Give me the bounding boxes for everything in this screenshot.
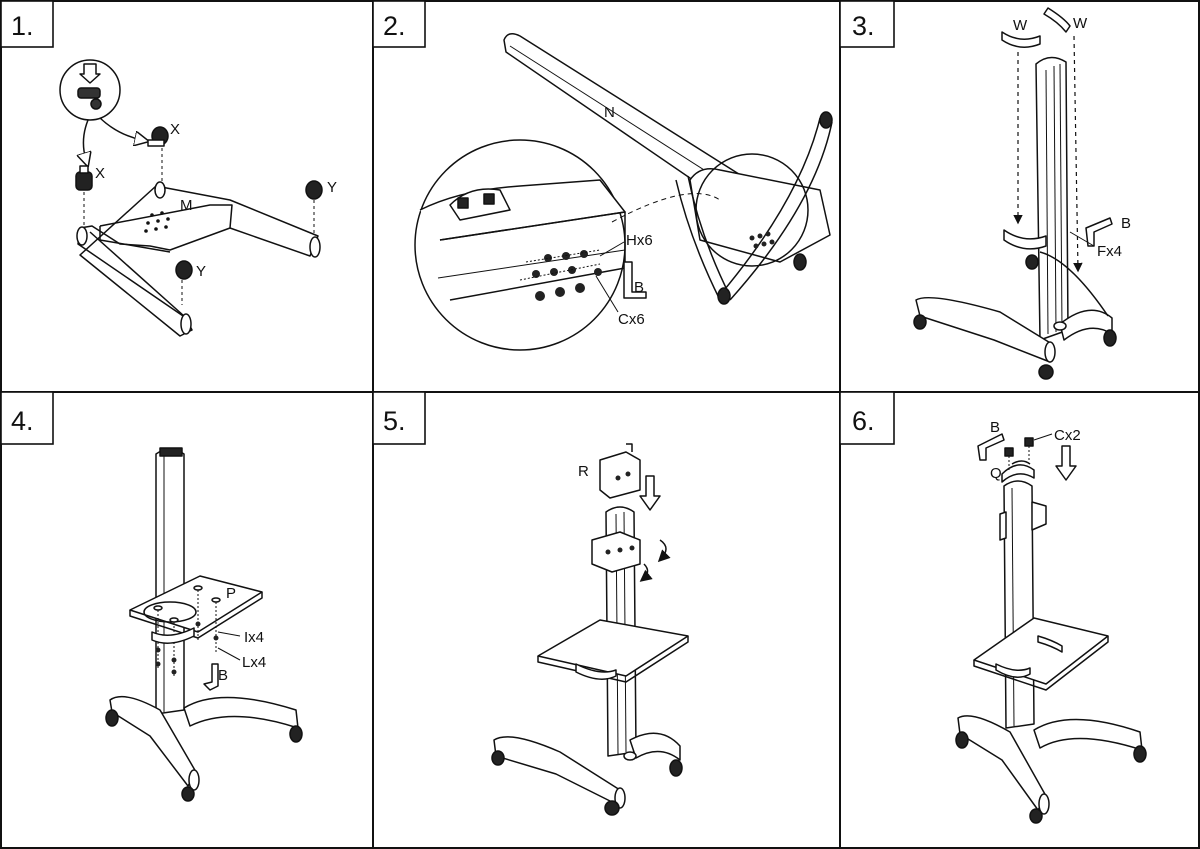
step-6-drawing [955, 433, 1147, 824]
label-n: N [604, 104, 615, 121]
label-cx2: Cx2 [1054, 427, 1081, 444]
step-5-number: 5. [383, 406, 406, 436]
caster-x-left [75, 165, 93, 191]
label-b-step3: B [1121, 215, 1131, 232]
step-6-number: 6. [852, 406, 875, 436]
step-4-drawing [105, 447, 303, 802]
step-4-number: 4. [11, 406, 34, 436]
label-y-bottom: Y [196, 263, 206, 280]
label-ix4: Ix4 [244, 629, 264, 646]
caster-y-bottom [175, 260, 193, 280]
label-m: M [180, 197, 193, 214]
step-2-drawing [414, 33, 833, 351]
step-2-number: 2. [383, 11, 406, 41]
step-1-drawing [59, 59, 323, 337]
label-b-step2: B [634, 279, 644, 296]
label-b-step6: B [990, 419, 1000, 436]
label-x-left: X [95, 165, 105, 182]
step-3-drawing [913, 7, 1117, 380]
label-b-step4: B [218, 667, 228, 684]
label-cx6: Cx6 [618, 311, 645, 328]
label-q: Q [990, 465, 1002, 482]
caster-y-right [305, 180, 323, 200]
label-hx6: Hx6 [626, 232, 653, 249]
label-lx4: Lx4 [242, 654, 266, 671]
label-fx4: Fx4 [1097, 243, 1122, 260]
step-1-number: 1. [11, 11, 34, 41]
label-y-right: Y [327, 179, 337, 196]
caster-x-top [147, 126, 169, 147]
label-w-right: W [1073, 15, 1088, 32]
label-x-top: X [170, 121, 180, 138]
step-number-boxes [0, 0, 895, 445]
label-p: P [226, 585, 236, 602]
label-w-left: W [1013, 17, 1028, 34]
step-3-number: 3. [852, 11, 875, 41]
label-r: R [578, 463, 589, 480]
step-5-drawing [491, 443, 689, 816]
